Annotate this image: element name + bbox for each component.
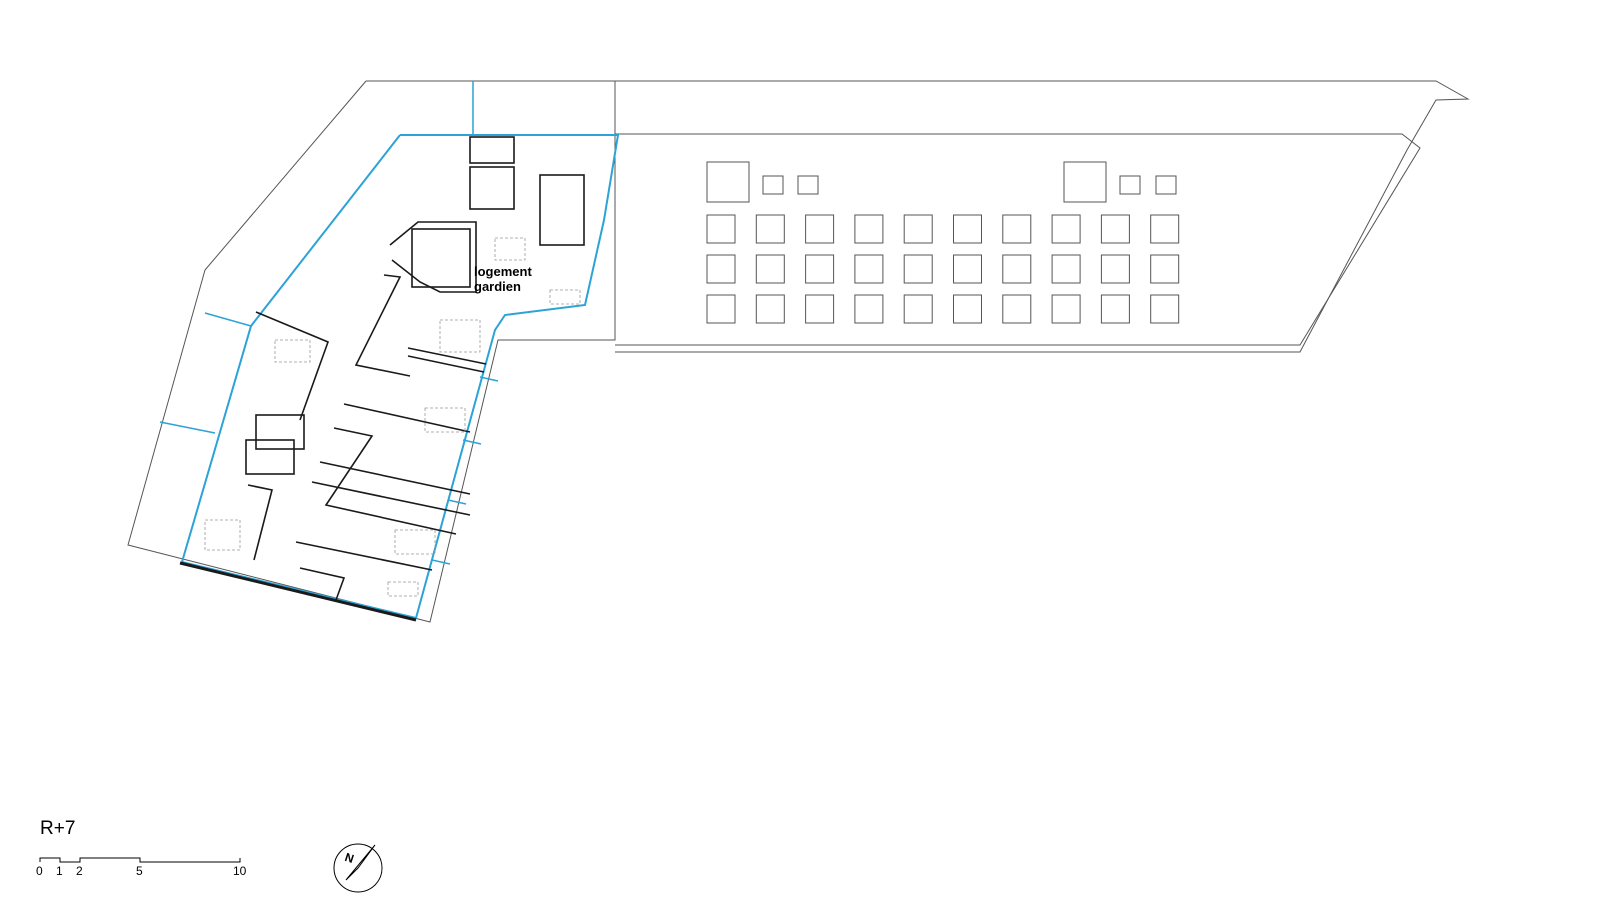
facade-envelope [159,81,620,620]
scale-tick-label: 0 [36,864,43,878]
roof-unit [1150,214,1180,244]
roof-unit [1100,254,1130,284]
roof-unit [953,214,982,244]
roof-vent [797,175,819,195]
scale-tick-label: 5 [136,864,143,878]
roof-unit [903,254,933,284]
interior-walls [179,136,585,622]
roof-unit [755,294,785,324]
roof-units [706,161,1180,324]
roof-unit [1002,294,1032,324]
roof-vent [1119,175,1141,195]
room-label-gardien: gardien [474,279,521,294]
roof-unit [1002,254,1032,284]
roof-unit [854,294,884,324]
roof-unit [854,214,884,244]
roof-vent [762,175,784,195]
roof-unit [953,254,982,284]
roof-unit [953,294,982,324]
roof-unit [1051,254,1081,284]
roof-unit [706,214,736,244]
roof-unit [903,294,933,324]
scale-tick-label: 1 [56,864,63,878]
terrace-outline [127,80,1470,623]
roof-unit [1051,214,1081,244]
roof-unit [755,214,785,244]
roof-unit [1100,294,1130,324]
roof-unit [755,254,785,284]
roof-unit [706,254,736,284]
level-label: R+7 [40,818,76,839]
room-label-logement: logement [474,264,532,279]
roof-unit [805,214,835,244]
scale-bar [39,857,241,863]
roof-unit [706,294,736,324]
roof-unit [1051,294,1081,324]
roof-hatch [706,161,750,203]
roof-vent [1155,175,1177,195]
roof-hatch [1063,161,1107,203]
scale-tick-label: 2 [76,864,83,878]
north-arrow [333,843,383,893]
roof-unit [1002,214,1032,244]
roof-unit [1150,294,1180,324]
roof-unit [805,254,835,284]
roof-unit [805,294,835,324]
roof-unit [1100,214,1130,244]
scale-tick-label: 10 [233,864,247,878]
roof-unit [903,214,933,244]
furniture [204,237,581,597]
roof-unit [1150,254,1180,284]
roof-unit [854,254,884,284]
